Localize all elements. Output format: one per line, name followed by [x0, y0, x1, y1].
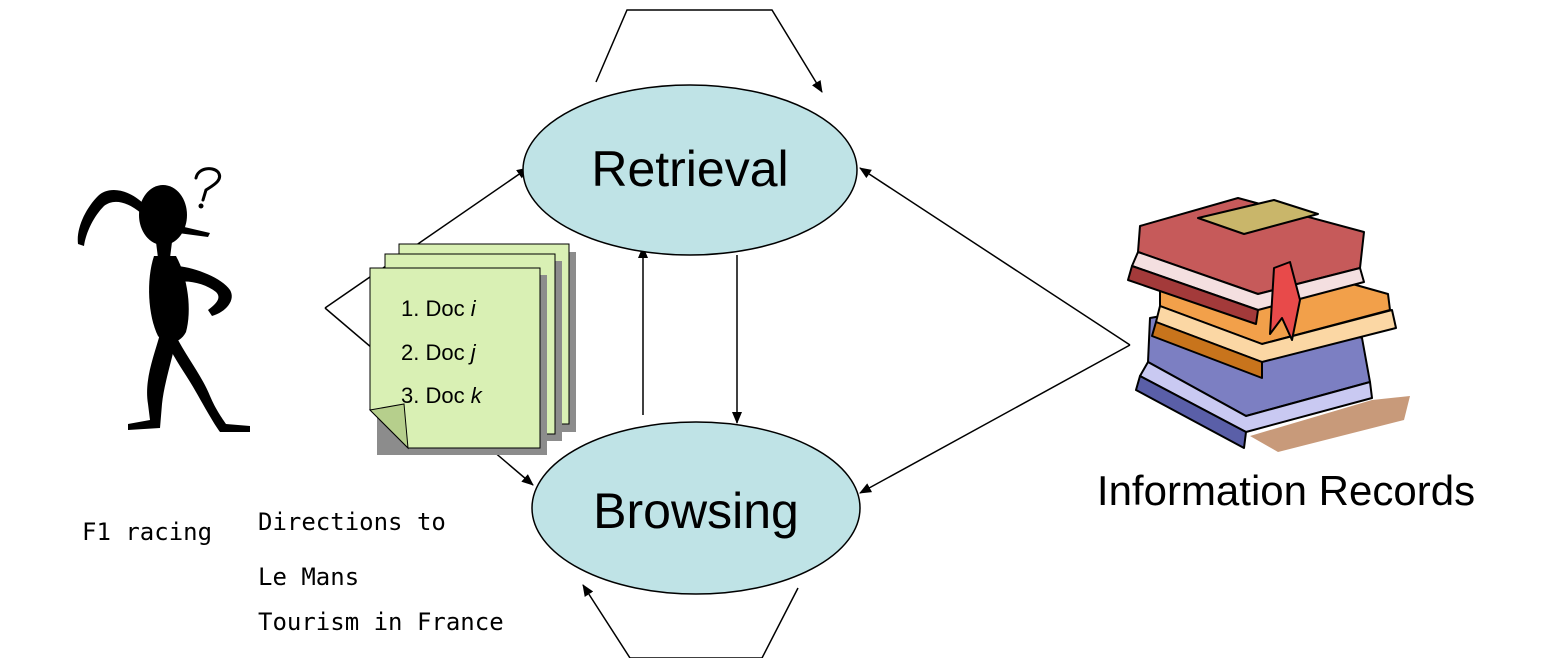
browsing-node: Browsing [531, 421, 861, 595]
edge-records-to-retrieval [859, 167, 1131, 346]
retrieval-node: Retrieval [522, 84, 858, 256]
collection-caption: Information Records [1097, 467, 1475, 514]
browse-path-line-1: Directions to [258, 508, 446, 536]
document-stack-icon [368, 243, 576, 455]
browse-path-line-3: Tourism in France [258, 608, 504, 636]
browsing-label: Browsing [593, 483, 799, 539]
browse-path-line-2: Le Mans [258, 563, 359, 591]
thinking-person-icon [77, 167, 250, 432]
user-query-caption: F1 racing [82, 518, 212, 546]
result-item-3: 3. Doc k [401, 383, 483, 408]
result-item-1: 1. Doc i [401, 296, 477, 321]
browsing-self-loop [582, 584, 799, 658]
retrieval-label: Retrieval [591, 141, 788, 197]
edge-user-to-retrieval [324, 167, 529, 309]
result-list: 1. Doc i 2. Doc j 3. Doc k [401, 296, 483, 408]
result-item-2: 2. Doc j [401, 340, 477, 365]
retrieval-self-loop [595, 9, 823, 93]
edge-records-to-browsing [859, 344, 1131, 494]
book-stack-icon [1127, 197, 1410, 452]
